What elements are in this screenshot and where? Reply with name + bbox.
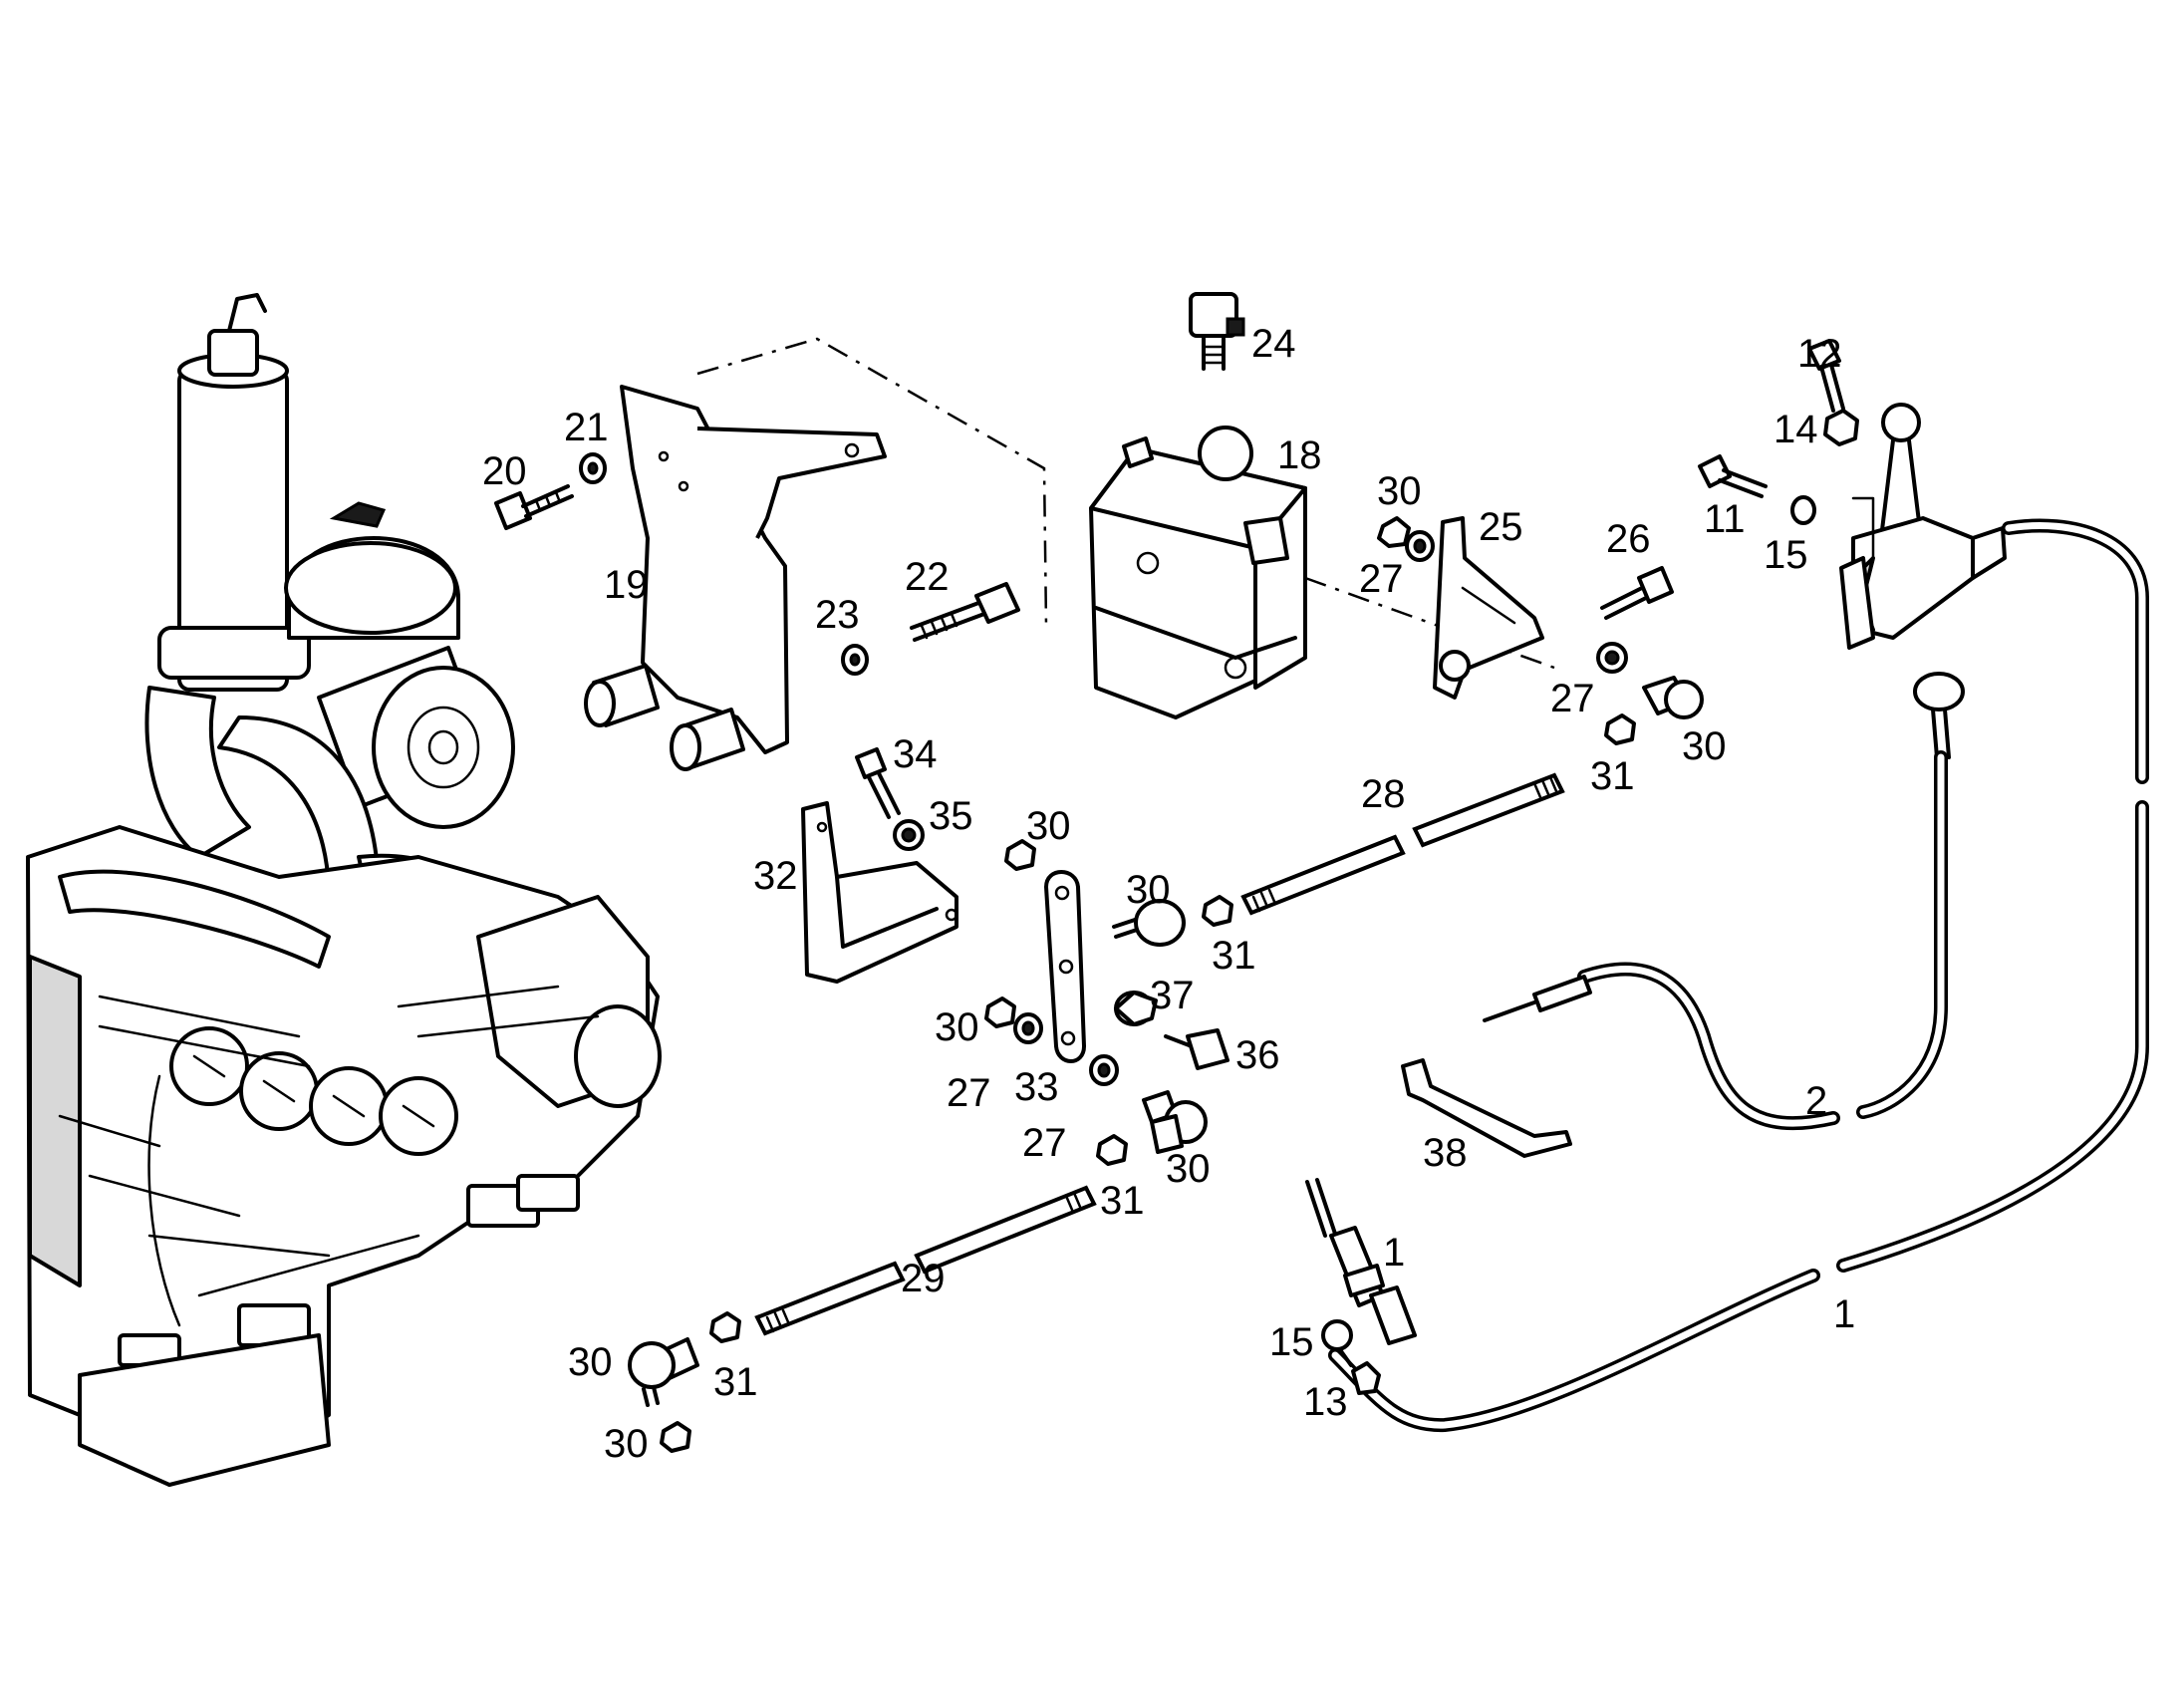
nut-30-lower	[984, 996, 1016, 1028]
callout-33: 33	[1014, 1065, 1059, 1109]
callout-20: 20	[482, 449, 527, 493]
callout-14: 14	[1774, 408, 1818, 451]
washer-15-upper	[1790, 495, 1816, 525]
callout-2: 2	[1805, 1079, 1827, 1123]
washer-15-lower	[1321, 1319, 1353, 1351]
nut-31-rod28	[1202, 895, 1233, 927]
air-filter	[372, 666, 515, 829]
callout-15-b: 15	[1269, 1320, 1314, 1364]
callout-26: 26	[1606, 517, 1651, 561]
callout-30-b: 30	[1682, 724, 1727, 768]
nut-31-rod29	[709, 1311, 741, 1343]
nut-30-upper	[1377, 516, 1411, 548]
rod-29	[754, 1185, 1097, 1336]
bolt-22	[910, 582, 1020, 642]
washer-27-right	[1596, 642, 1628, 674]
cable-1	[1328, 518, 2149, 1433]
oil-pan	[78, 1333, 331, 1487]
callout-31-c: 31	[1100, 1179, 1145, 1223]
callout-12: 12	[1797, 332, 1842, 376]
bracket-25	[1304, 516, 1555, 700]
callout-38: 38	[1423, 1131, 1468, 1175]
ball-joint-30-link	[1112, 899, 1186, 947]
callout-31-a: 31	[1590, 754, 1635, 798]
bolt-13	[1339, 1349, 1381, 1395]
callout-29: 29	[901, 1257, 946, 1300]
nut-30-rod29	[660, 1421, 691, 1453]
bracket-19	[584, 337, 1048, 771]
callout-30-f: 30	[1166, 1147, 1211, 1191]
callout-22: 22	[905, 555, 950, 599]
washer-23	[841, 644, 869, 676]
intake-manifold	[58, 869, 331, 969]
callout-30-g: 30	[568, 1340, 613, 1384]
callout-30-d: 30	[1126, 868, 1171, 912]
bolt-34	[855, 747, 901, 819]
callout-30-e: 30	[935, 1005, 979, 1049]
callout-36: 36	[1235, 1033, 1280, 1077]
cable-2	[1483, 672, 1965, 1131]
bushing-37	[1114, 991, 1158, 1026]
callout-30-h: 30	[604, 1422, 649, 1466]
washer-27-bottom	[1089, 1054, 1119, 1086]
callout-31-b: 31	[1212, 934, 1256, 978]
ball-joint-30-rod29	[628, 1337, 699, 1407]
bracket-38	[1401, 1058, 1572, 1158]
callout-32: 32	[753, 854, 798, 898]
callout-30-a: 30	[1377, 469, 1422, 513]
ball-joint-30-bottom	[1142, 1090, 1208, 1154]
callout-30-c: 30	[1026, 804, 1071, 848]
callout-1-b: 1	[1833, 1292, 1855, 1336]
callout-21: 21	[564, 406, 609, 449]
nut-31-right	[1604, 713, 1636, 745]
callout-18: 18	[1277, 433, 1322, 477]
washer-35	[893, 819, 925, 851]
callout-13: 13	[1303, 1380, 1348, 1424]
callout-11: 11	[1704, 497, 1746, 541]
callout-31-d: 31	[713, 1360, 758, 1404]
bolt-36	[1164, 1028, 1229, 1070]
callout-15-a: 15	[1764, 533, 1808, 577]
callout-35: 35	[929, 794, 973, 838]
control-unit-18	[1089, 426, 1307, 719]
callout-24: 24	[1251, 322, 1296, 366]
engine-assembly	[26, 293, 662, 1487]
callout-labels: 24 18 21 20 19 22 23 30 25 27 26 27 30 3…	[482, 322, 1855, 1466]
link-33	[1044, 870, 1086, 1063]
nut-14	[1823, 409, 1859, 446]
washer-21	[579, 452, 607, 484]
callout-27-b: 27	[1550, 677, 1595, 720]
bolt-26	[1600, 566, 1674, 620]
callout-19: 19	[604, 563, 649, 607]
bolt-12	[1807, 339, 1845, 413]
sensor-24	[1189, 292, 1245, 371]
washer-27-upper	[1405, 530, 1435, 562]
ball-joint-30-right	[1642, 676, 1704, 719]
bolt-20	[494, 484, 574, 530]
intake-hose	[144, 686, 251, 859]
nut-31-bottom	[1096, 1134, 1128, 1166]
cable-end-fitting	[1305, 1178, 1417, 1345]
stack-cap	[207, 329, 259, 377]
callout-27-c: 27	[947, 1071, 991, 1115]
bolt-11	[1698, 454, 1768, 498]
washer-27-lower	[1013, 1012, 1043, 1044]
callout-34: 34	[893, 732, 938, 776]
bracket-32	[801, 801, 958, 984]
nut-30-link	[1004, 839, 1036, 871]
callout-25: 25	[1479, 505, 1523, 549]
callout-37: 37	[1150, 974, 1195, 1017]
lever-assembly	[1839, 403, 2007, 650]
callout-1-a: 1	[1383, 1231, 1405, 1275]
callout-28: 28	[1361, 772, 1406, 816]
callout-23: 23	[815, 593, 860, 637]
rod-28	[1240, 772, 1565, 916]
callout-27-a: 27	[1359, 557, 1404, 601]
callout-27-d: 27	[1022, 1121, 1067, 1165]
